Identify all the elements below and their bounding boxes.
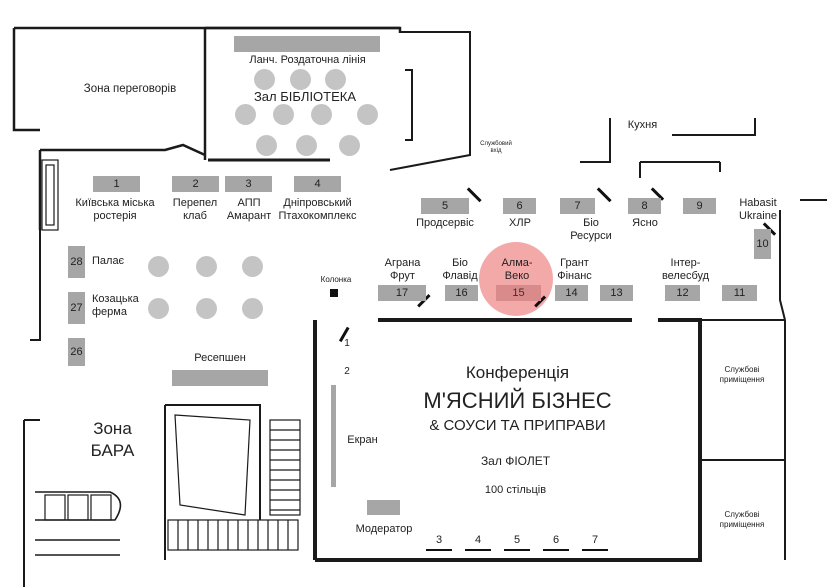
booth-12-label: Інтер-велесбуд (661, 257, 710, 282)
table (242, 256, 263, 277)
screen-label: Екран (347, 434, 378, 446)
booth-26[interactable]: 26 (68, 338, 85, 366)
booth-8[interactable]: 8 (628, 198, 661, 214)
table (235, 104, 256, 125)
booth-14[interactable]: 14 (555, 285, 588, 301)
booth-12[interactable]: 12 (665, 285, 700, 301)
booth-6[interactable]: 6 (503, 198, 536, 214)
room-label-reception: Ресепшен (194, 352, 246, 364)
booth-1[interactable]: 1 (93, 176, 140, 192)
conference-hall: Зал ФІОЛЕТ (480, 454, 551, 468)
conference-title: Конференція (465, 363, 570, 382)
room-label-service-entrance: Службовий вхід (480, 141, 512, 154)
booth-16-label: Біо Флавід (442, 257, 478, 282)
booth-2-label: Перепел клаб (172, 197, 218, 222)
booth-4-label: Дніпровський Птахокомплекс (278, 197, 357, 222)
booth-28-label: Палає (92, 255, 125, 267)
booth-27-label: Козацька ферма (92, 293, 139, 318)
booth-7-label: Біо Ресурси (570, 217, 612, 242)
moderator-desk (367, 500, 400, 515)
speaker-seat: 3 (426, 534, 452, 551)
booth-15[interactable]: 15 (496, 285, 541, 301)
table (254, 69, 275, 90)
booth-5-label: Продсервіс (416, 217, 474, 229)
room-label-negotiation: Зона переговорів (83, 83, 177, 95)
conference-subtitle: М'ЯСНИЙ БІЗНЕС (423, 388, 612, 413)
screen-bar (331, 385, 336, 487)
booth-13[interactable]: 13 (600, 285, 633, 301)
booth-3-label: АПП Амарант (226, 197, 272, 222)
moderator-label: Модератор (355, 523, 413, 535)
booth-5[interactable]: 5 (421, 198, 469, 214)
room-label-kitchen: Кухня (627, 119, 658, 131)
column-marker (330, 289, 338, 297)
table (196, 256, 217, 277)
room-label-service-rooms: Службові приміщення (719, 365, 765, 384)
booth-2[interactable]: 2 (172, 176, 219, 192)
table (357, 104, 378, 125)
table (311, 104, 332, 125)
booth-10[interactable]: 10 (754, 229, 771, 259)
conference-seats: 100 стільців (484, 484, 547, 496)
booth-17[interactable]: 17 (378, 285, 426, 301)
booth-17-label: Аграна Фрут (384, 257, 421, 282)
booth-10-label: Habasit Ukraine (739, 197, 777, 222)
speaker-seat: 6 (543, 534, 569, 551)
table (196, 298, 217, 319)
reception-desk (172, 370, 268, 386)
booth-11[interactable]: 11 (722, 285, 757, 301)
booth-4[interactable]: 4 (294, 176, 341, 192)
door-mark: 1 (344, 338, 350, 349)
booth-9[interactable]: 9 (683, 198, 716, 214)
room-label-library: Зал БІБЛІОТЕКА (253, 89, 357, 104)
booth-6-label: ХЛР (509, 217, 531, 229)
table (256, 135, 277, 156)
table (325, 69, 346, 90)
booth-27[interactable]: 27 (68, 292, 85, 324)
booth-14-label: Грант Фінанс (557, 257, 592, 282)
table (148, 298, 169, 319)
table (242, 298, 263, 319)
column-label: Колонка (320, 275, 352, 284)
table (296, 135, 317, 156)
booth-15-label: Алма-Веко (501, 257, 533, 282)
booth-7[interactable]: 7 (560, 198, 595, 214)
conference-subtitle-2: & СОУСИ ТА ПРИПРАВИ (429, 417, 606, 434)
table (273, 104, 294, 125)
booth-8-label: Ясно (632, 217, 658, 229)
table (148, 256, 169, 277)
serving-line-bar (234, 36, 380, 52)
booth-16[interactable]: 16 (445, 285, 478, 301)
booth-28[interactable]: 28 (68, 246, 85, 278)
speaker-seat: 4 (465, 534, 491, 551)
table (339, 135, 360, 156)
booth-1-label: Київська міська ростерія (75, 197, 155, 222)
speaker-seat: 5 (504, 534, 530, 551)
speaker-seat: 7 (582, 534, 608, 551)
room-label-bar: Зона БАРА (90, 419, 135, 460)
room-label-serving-line: Ланч. Роздаточна лінія (249, 54, 366, 66)
table (290, 69, 311, 90)
room-label-service-rooms: Службові приміщення (719, 510, 765, 529)
door-mark: 2 (344, 366, 350, 377)
booth-3[interactable]: 3 (225, 176, 272, 192)
